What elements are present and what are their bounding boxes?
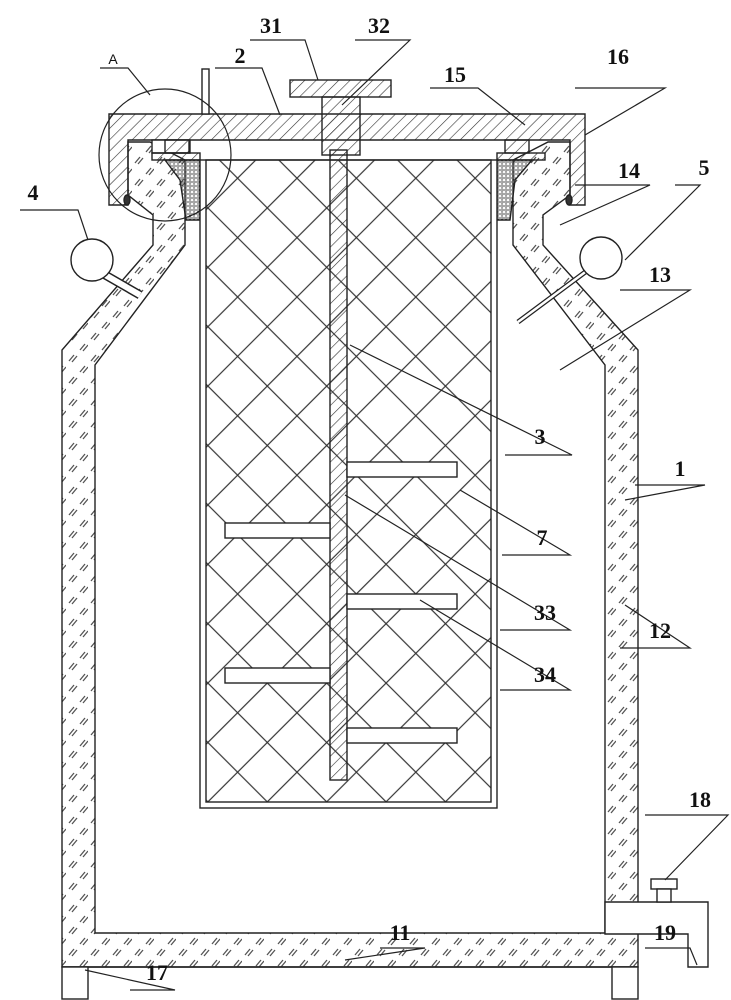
- oring-left: [124, 195, 130, 205]
- basket-flange-left: [152, 153, 200, 160]
- label-4: 4: [28, 180, 39, 205]
- label-15: 15: [444, 62, 466, 87]
- label-19: 19: [654, 920, 676, 945]
- left-gauge: [71, 239, 113, 281]
- valve: [651, 879, 677, 889]
- paddle: [225, 523, 330, 538]
- handle: [290, 80, 391, 97]
- seal-right: [505, 140, 529, 153]
- basket-flange-right: [497, 153, 545, 160]
- label-33: 33: [534, 600, 556, 625]
- right-leg: [612, 967, 638, 999]
- coupling: [322, 97, 360, 155]
- label-17: 17: [146, 960, 168, 985]
- label-11: 11: [390, 920, 411, 945]
- stir-shaft: [330, 150, 347, 780]
- paddle: [225, 668, 330, 683]
- label-7: 7: [537, 525, 548, 550]
- label-32: 32: [368, 13, 390, 38]
- label-31: 31: [260, 13, 282, 38]
- valve-stem: [657, 889, 671, 902]
- vent-pin: [202, 69, 209, 114]
- label-16: 16: [607, 44, 629, 69]
- label-5: 5: [699, 155, 710, 180]
- oring-right: [566, 195, 572, 205]
- label-34: 34: [534, 662, 556, 687]
- paddle: [347, 594, 457, 609]
- seal-left: [165, 140, 189, 153]
- label-13: 13: [649, 262, 671, 287]
- label-1: 1: [675, 456, 686, 481]
- label-a: A: [108, 51, 118, 67]
- label-18: 18: [689, 787, 711, 812]
- left-leg: [62, 967, 88, 999]
- label-14: 14: [618, 158, 640, 183]
- label-3: 3: [535, 424, 546, 449]
- paddle: [347, 728, 457, 743]
- paddle: [347, 462, 457, 477]
- label-2: 2: [235, 43, 246, 68]
- right-gauge: [580, 237, 622, 279]
- basket-mesh: [206, 160, 491, 802]
- label-12: 12: [649, 618, 671, 643]
